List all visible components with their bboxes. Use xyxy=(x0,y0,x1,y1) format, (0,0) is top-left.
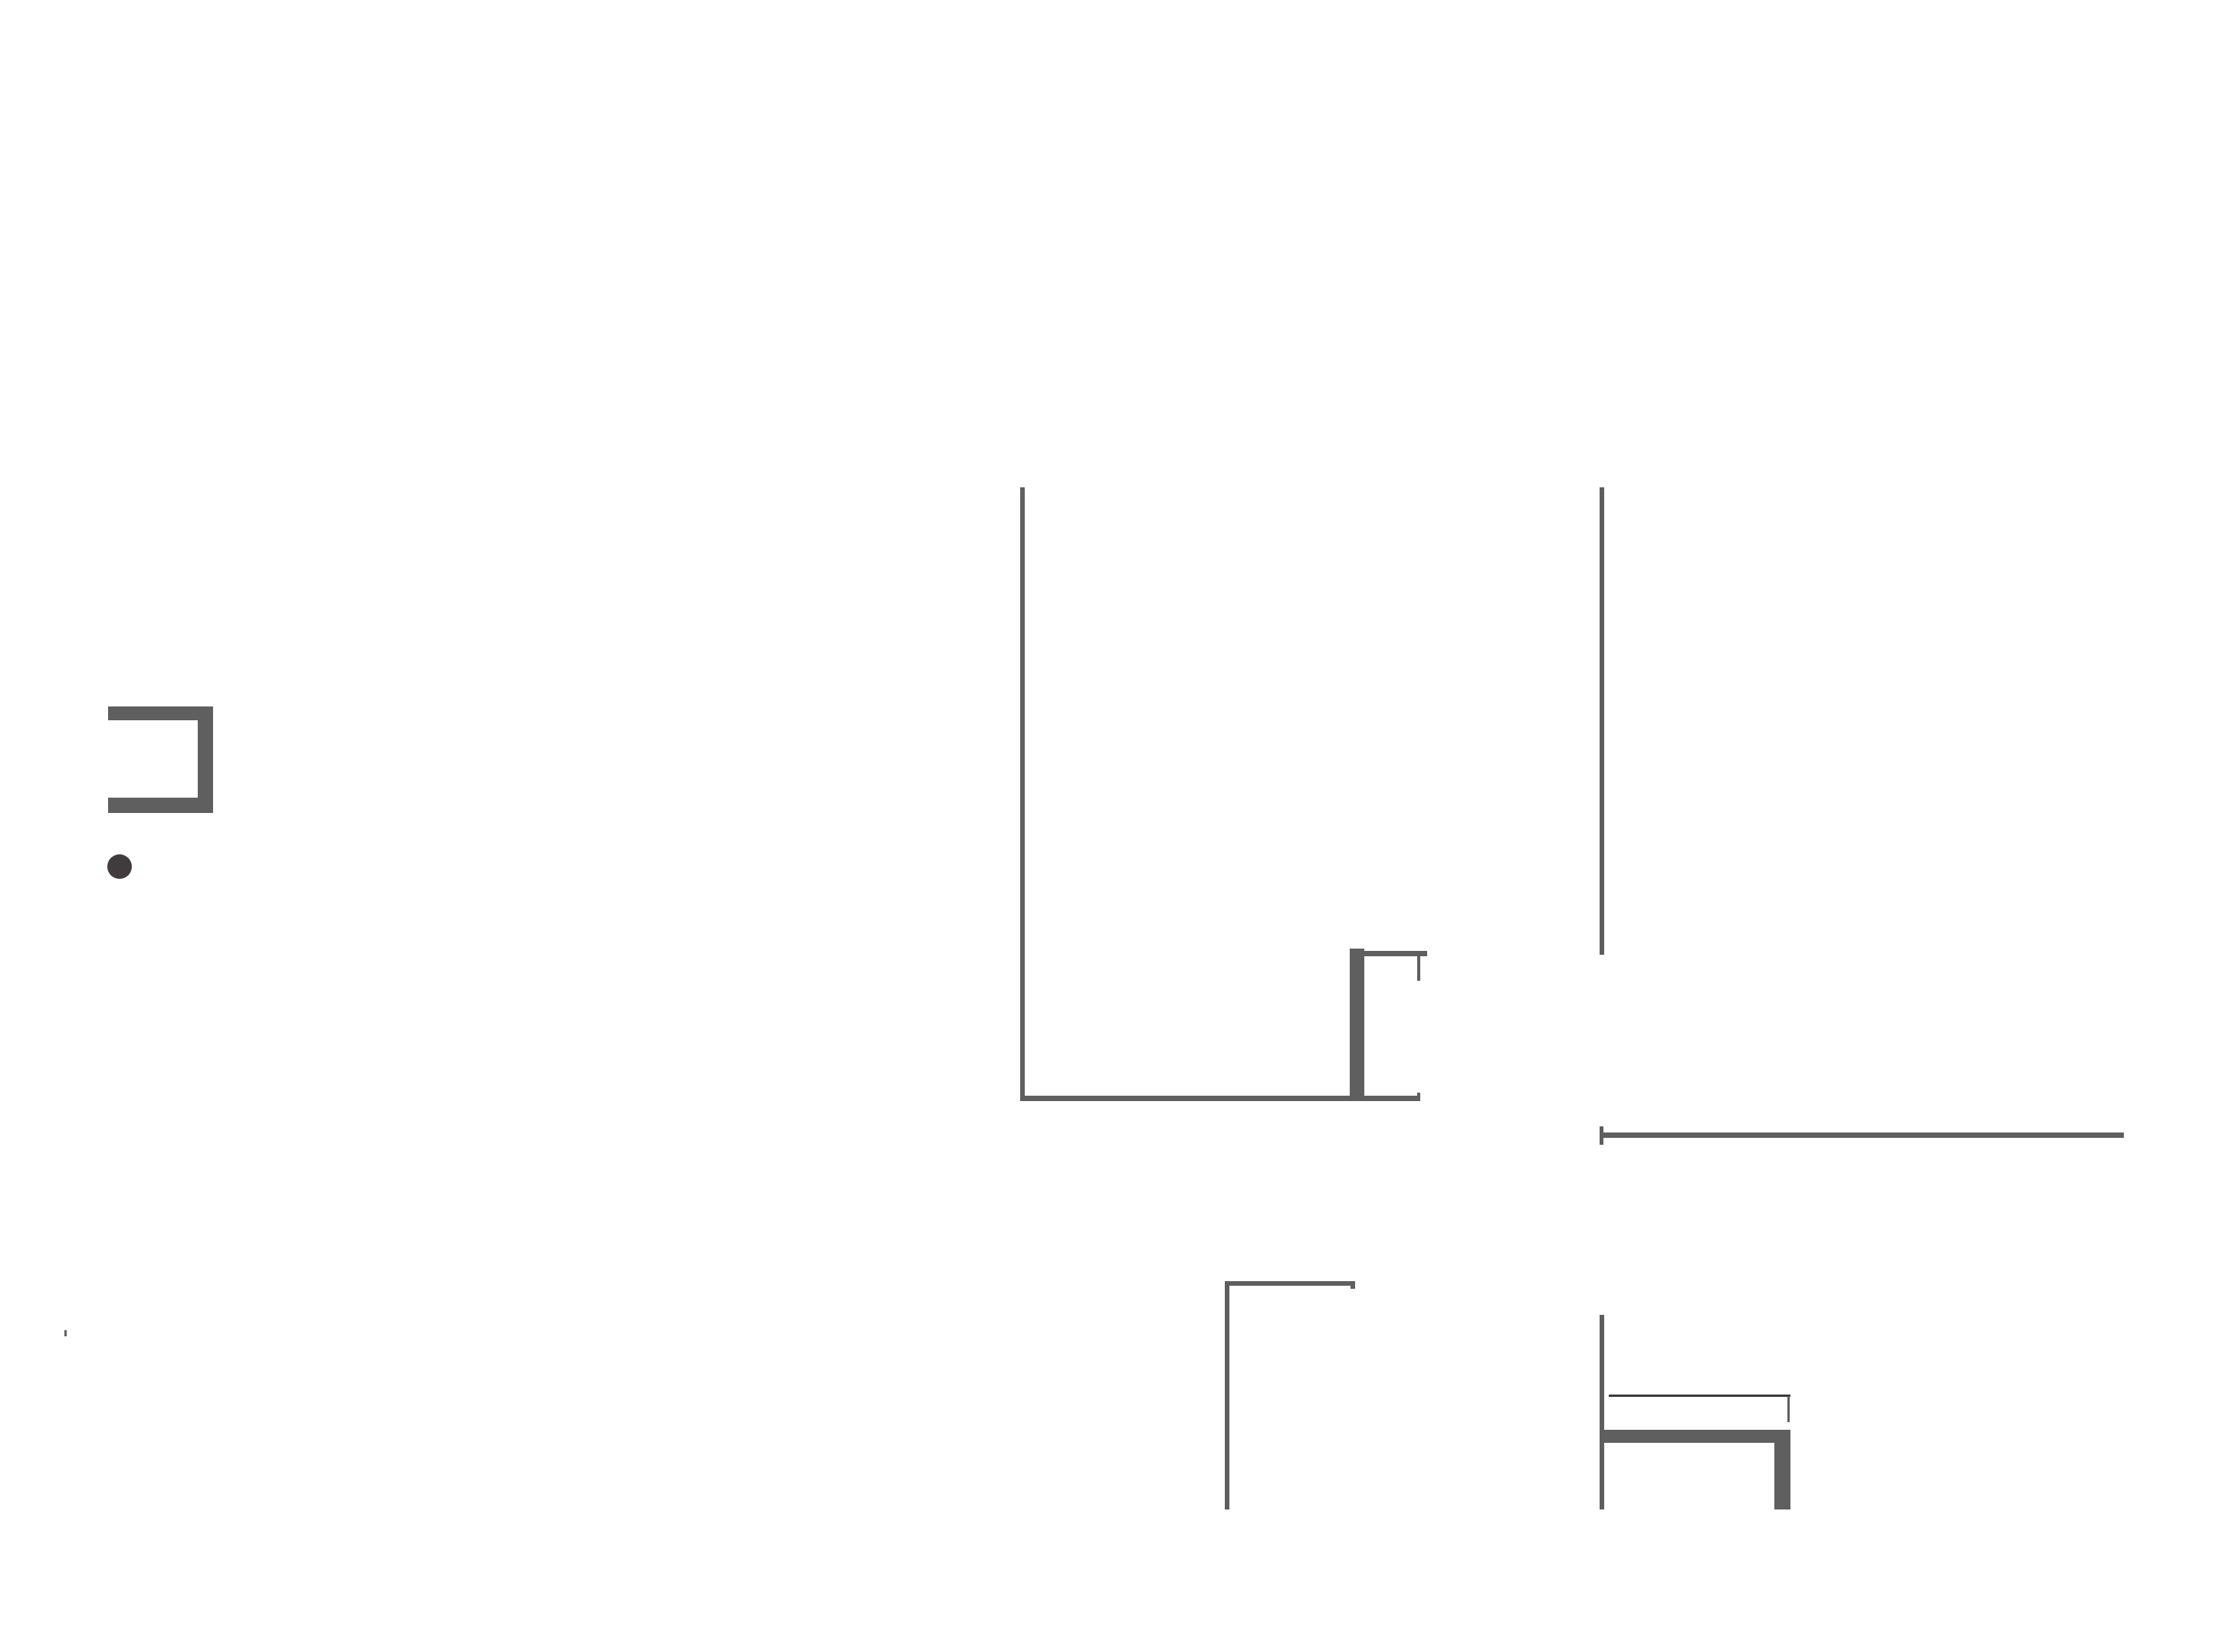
top-end-tick xyxy=(1351,1281,1355,1289)
lower-left-frame xyxy=(1225,1281,1355,1509)
horizontal-axis-line xyxy=(1602,1132,2124,1138)
vertical-axis-line xyxy=(1020,487,1025,1100)
vertical-line xyxy=(1600,1315,1604,1509)
axis-start-tick xyxy=(1600,1126,1603,1145)
top-line xyxy=(1225,1281,1355,1286)
bracket-top-bar xyxy=(108,706,213,720)
small-mark xyxy=(64,1330,67,1336)
thick-horizontal-bar xyxy=(1602,1430,1790,1443)
right-upper-frame xyxy=(1600,487,2124,1145)
thick-bar xyxy=(1350,949,1364,1100)
vertical-line xyxy=(1225,1281,1229,1509)
left-upper-frame xyxy=(1020,487,1427,1101)
horizontal-axis-line xyxy=(1020,1096,1420,1101)
dot-icon xyxy=(107,854,132,879)
bar-cap-tick xyxy=(1417,956,1420,981)
thin-line xyxy=(1609,1395,1790,1397)
vertical-axis-line xyxy=(1600,487,1604,955)
bracket-right-bar xyxy=(198,706,213,813)
bracket-bottom-bar xyxy=(108,798,213,813)
thin-line-tick xyxy=(1787,1396,1790,1422)
baseline-end-tick xyxy=(1417,1093,1420,1100)
left-bracket xyxy=(108,706,213,813)
lower-right-frame xyxy=(1600,1315,1790,1509)
bar-cap xyxy=(1364,951,1427,956)
thick-vertical-bar xyxy=(1774,1430,1790,1509)
